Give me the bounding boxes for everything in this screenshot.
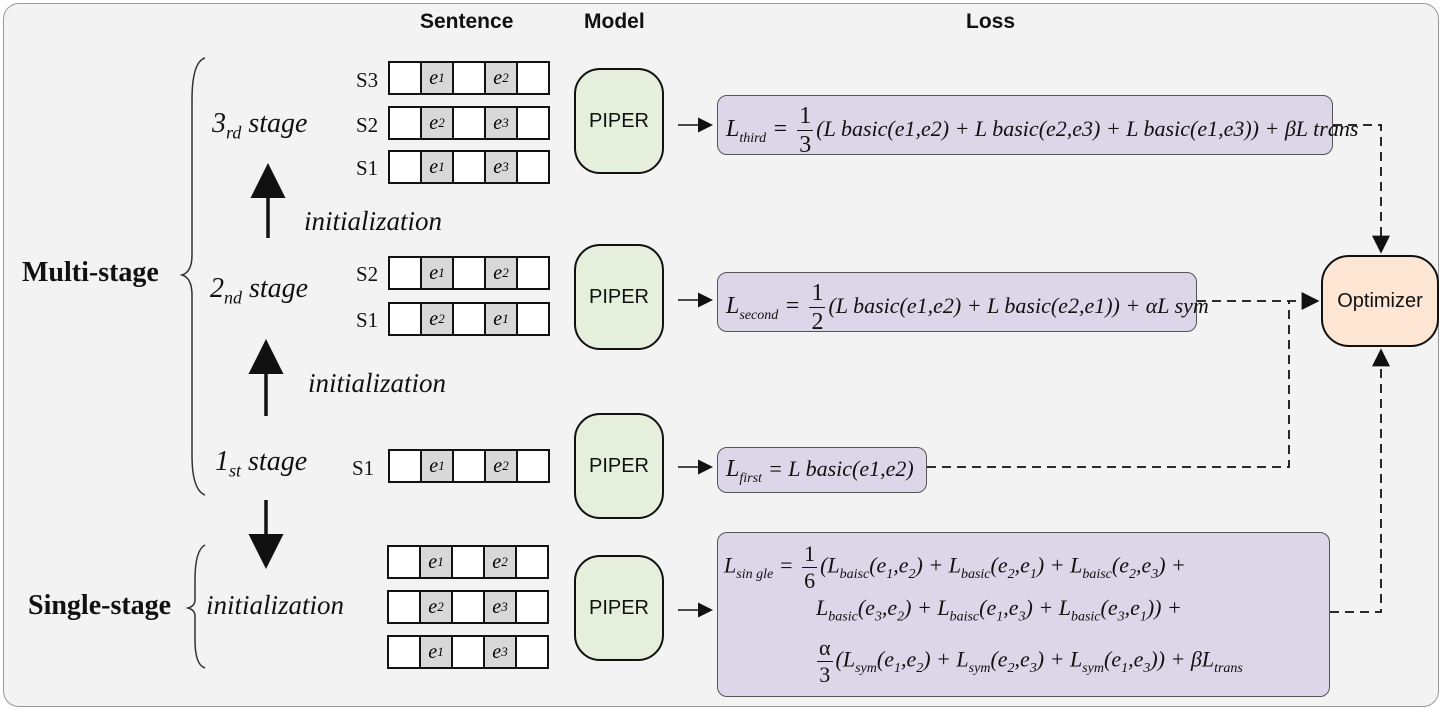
sentence-label-s1: S1 — [352, 456, 375, 480]
sentence-label-s2: S2 — [356, 113, 379, 137]
multi-stage-label: Multi-stage — [22, 257, 159, 288]
stage-first-label: 1st stage — [215, 446, 308, 481]
stage-second-label: 2nd stage — [210, 273, 309, 308]
piper-model-single: PIPER — [574, 555, 664, 661]
header-sentence: Sentence — [420, 10, 514, 33]
sentence-label-s1: S1 — [356, 156, 379, 180]
dash-third-to-opt — [1333, 124, 1390, 254]
sentence-label-s1: S1 — [356, 308, 379, 332]
piper-model-stage2: PIPER — [574, 244, 664, 350]
single-stage-brace — [185, 544, 206, 669]
optimizer-box: Optimizer — [1321, 255, 1439, 347]
header-loss: Loss — [966, 10, 1016, 33]
loss-first-formula: Lfirst = L basic(e1,e2) — [726, 456, 914, 486]
dash-first-to-opt — [927, 301, 1290, 468]
sentence-label-s3: S3 — [356, 68, 379, 92]
sentence-label-s2: S2 — [356, 262, 379, 286]
piper-model-stage3: PIPER — [574, 68, 664, 174]
loss-first-box: Lfirst = L basic(e1,e2) — [717, 447, 927, 493]
dash-single-to-opt — [1330, 348, 1390, 613]
initialization-label-2to3: initialization — [304, 206, 443, 236]
piper-model-stage1: PIPER — [574, 413, 664, 519]
loss-single-line2: Lbasic(e3,e2) + Lbaisc(e1,e3) + Lbasic(e… — [816, 595, 1182, 625]
initialization-label-single: initialization — [206, 590, 345, 620]
stage-third-label: 3rd stage — [212, 108, 308, 143]
initialization-label-1to2: initialization — [308, 368, 447, 398]
multi-stage-brace — [179, 57, 206, 496]
header-model: Model — [584, 10, 645, 33]
single-stage-label: Single-stage — [28, 590, 172, 621]
